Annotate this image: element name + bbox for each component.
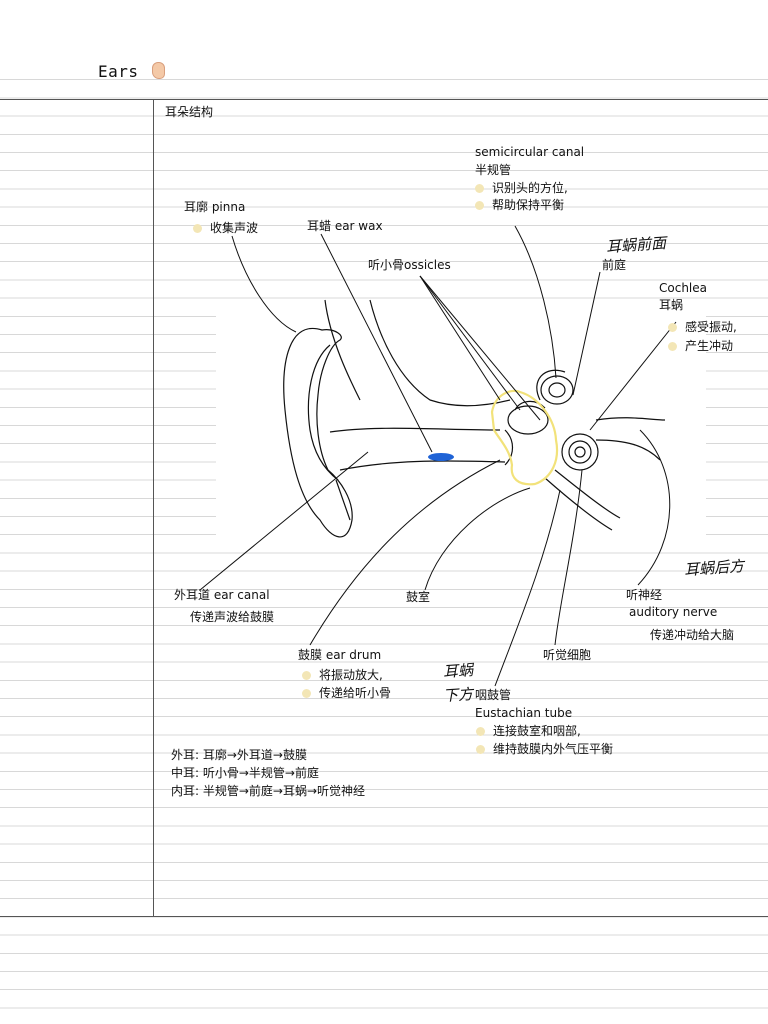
handwritten-cochlea-below-2: 下方	[442, 684, 474, 706]
handwritten-cochlea-back: 耳蜗后方	[683, 556, 745, 580]
ossicles-label: 听小骨ossicles	[368, 258, 451, 272]
eustachian-note-2: 维持鼓膜内外气压平衡	[476, 742, 613, 756]
earwax-label: 耳蜡 ear wax	[307, 219, 383, 233]
middle-ear-highlight	[490, 389, 559, 486]
handwritten-cochlea-below-1: 耳蜗	[442, 660, 474, 682]
auditory-nerve-label: auditory nerve	[629, 605, 718, 619]
cochlea-label: Cochlea	[659, 281, 707, 295]
pinna-label: 耳廓 pinna	[184, 200, 246, 214]
diagram-background	[216, 300, 706, 550]
semicircular-canal-cn: 半规管	[475, 163, 512, 177]
handwritten-cochlea-front: 耳蜗前面	[605, 233, 667, 257]
eardrum-label: 鼓膜 ear drum	[298, 648, 382, 662]
top-margin	[0, 0, 768, 60]
ear-canal-label: 外耳道 ear canal	[174, 588, 270, 602]
semicircular-canal-shape	[540, 375, 574, 405]
eardrum-note-1: 将振动放大,	[302, 668, 383, 682]
hair-cells-label: 听觉细胞	[543, 648, 592, 662]
pinna-note: 收集声波	[193, 221, 258, 235]
auditory-nerve-cn: 听神经	[626, 588, 663, 602]
tympanic-cavity-label: 鼓室	[406, 590, 431, 604]
semicircular-canal-label: semicircular canal	[475, 145, 585, 159]
bullet-icon	[302, 689, 311, 698]
bullet-icon	[302, 671, 311, 680]
page-title: Ears	[98, 62, 165, 81]
eustachian-tube-shape	[544, 477, 613, 531]
cochlea-note-2: 产生冲动	[668, 339, 733, 353]
cochlea-shape	[561, 433, 599, 471]
ear-icon	[151, 62, 165, 79]
summary-middle-ear: 中耳: 听小骨→半规管→前庭	[171, 766, 319, 780]
ear-canal-note: 传递声波给鼓膜	[190, 610, 275, 624]
eustachian-cn: 咽鼓管	[475, 688, 512, 702]
auditory-nerve-note: 传递冲动给大脑	[650, 628, 735, 642]
auditory-nerve-shape	[595, 417, 666, 421]
earwax-mark	[428, 453, 454, 461]
semicircular-note-2: 帮助保持平衡	[475, 198, 564, 212]
bullet-icon	[475, 201, 484, 210]
bullet-icon	[475, 184, 484, 193]
margin-line	[153, 99, 154, 917]
vestibule-label: 前庭	[602, 258, 627, 272]
bullet-icon	[668, 342, 677, 351]
footer-divider	[0, 916, 768, 917]
eustachian-note-1: 连接鼓室和咽部,	[476, 724, 581, 738]
header-divider	[0, 99, 768, 100]
cochlea-cn: 耳蜗	[659, 298, 684, 312]
semicircular-note-1: 识别头的方位,	[475, 181, 568, 195]
bullet-icon	[668, 323, 677, 332]
ossicles-shape	[507, 405, 549, 435]
section-heading: 耳朵结构	[165, 105, 214, 119]
bullet-icon	[476, 745, 485, 754]
ear-canal-shape	[329, 427, 501, 433]
eustachian-label: Eustachian tube	[475, 706, 573, 720]
cochlea-note-1: 感受振动,	[668, 320, 737, 334]
summary-inner-ear: 内耳: 半规管→前庭→耳蜗→听觉神经	[171, 784, 366, 798]
eardrum-note-2: 传递给听小骨	[302, 686, 391, 700]
summary-outer-ear: 外耳: 耳廓→外耳道→鼓膜	[171, 748, 307, 762]
bullet-icon	[476, 727, 485, 736]
bullet-icon	[193, 224, 202, 233]
pinna-shape	[283, 327, 353, 538]
